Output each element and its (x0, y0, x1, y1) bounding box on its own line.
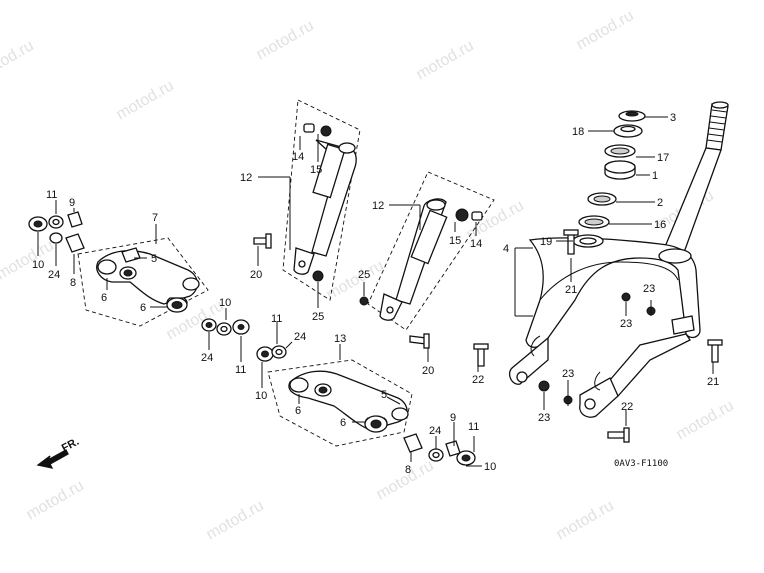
callout-12: 12 (240, 172, 252, 184)
callout-12: 12 (372, 200, 384, 212)
callout-6: 6 (101, 292, 107, 304)
callout-8: 8 (70, 277, 76, 289)
callout-24: 24 (429, 425, 441, 437)
callout-23: 23 (562, 368, 574, 380)
callout-23: 23 (538, 412, 550, 424)
callout-24: 24 (294, 331, 306, 343)
callout-4: 4 (503, 243, 509, 255)
callout-20: 20 (250, 269, 262, 281)
callouts: 3 18 17 1 2 16 19 4 21 23 23 21 22 23 23… (32, 112, 719, 476)
watermark: motod.ru (24, 477, 87, 523)
callout-11: 11 (46, 189, 57, 201)
callout-11: 11 (468, 421, 479, 433)
callout-21: 21 (707, 376, 719, 388)
callout-25: 25 (312, 311, 324, 323)
callout-17: 17 (657, 152, 669, 164)
shock-absorber-right (359, 171, 495, 349)
front-direction-arrow: FR. (36, 436, 81, 469)
watermark: motod.ru (204, 497, 267, 543)
watermark: motod.ru (414, 37, 477, 83)
callout-6: 6 (295, 405, 301, 417)
callout-22: 22 (472, 374, 484, 386)
callout-10: 10 (219, 297, 231, 309)
callout-6: 6 (340, 417, 346, 429)
callout-14: 14 (292, 151, 304, 163)
watermark: motod.ru (254, 17, 317, 63)
callout-24: 24 (48, 269, 60, 281)
callout-6: 6 (140, 302, 146, 314)
callout-10: 10 (484, 461, 496, 473)
callout-23: 23 (620, 318, 632, 330)
callout-9: 9 (69, 197, 75, 209)
small-parts-lower (403, 433, 476, 466)
callout-19: 19 (540, 236, 552, 248)
link-arm-lower (267, 359, 413, 447)
callout-10: 10 (32, 259, 44, 271)
callout-5: 5 (381, 389, 387, 401)
callout-3: 3 (670, 112, 676, 124)
watermark: motod.ru (114, 77, 177, 123)
callout-21: 21 (565, 284, 577, 296)
callout-8: 8 (405, 464, 411, 476)
callout-2: 2 (657, 197, 663, 209)
callout-1: 1 (652, 170, 658, 182)
callout-20: 20 (422, 365, 434, 377)
watermark: motod.ru (324, 257, 387, 303)
callout-16: 16 (654, 219, 666, 231)
callout-18: 18 (572, 126, 584, 138)
callout-15: 15 (449, 235, 461, 247)
callout-15: 15 (310, 164, 322, 176)
steering-stem (508, 101, 729, 418)
callout-10: 10 (255, 390, 267, 402)
callout-9: 9 (450, 412, 456, 424)
watermark: motod.ru (554, 497, 617, 543)
callout-24: 24 (201, 352, 213, 364)
link-arm-left (77, 237, 209, 327)
callout-11: 11 (271, 313, 282, 325)
diagram-code: 0AV3-F1100 (614, 459, 668, 469)
watermark: motod.ru (0, 37, 37, 83)
callout-22: 22 (621, 401, 633, 413)
small-parts-left (28, 211, 85, 253)
callout-11: 11 (235, 364, 246, 376)
bearing-stack (572, 110, 646, 248)
callout-25: 25 (358, 269, 370, 281)
washers-middle (201, 318, 287, 362)
callout-5: 5 (151, 253, 157, 265)
watermark: motod.ru (674, 397, 737, 443)
watermark: motod.ru (574, 7, 637, 53)
front-label: FR. (60, 436, 81, 455)
callout-13: 13 (334, 333, 346, 345)
leader-lines (37, 116, 714, 467)
callout-7: 7 (152, 212, 158, 224)
callout-14: 14 (470, 238, 482, 250)
shock-absorber-left (253, 99, 361, 301)
callout-23: 23 (643, 283, 655, 295)
